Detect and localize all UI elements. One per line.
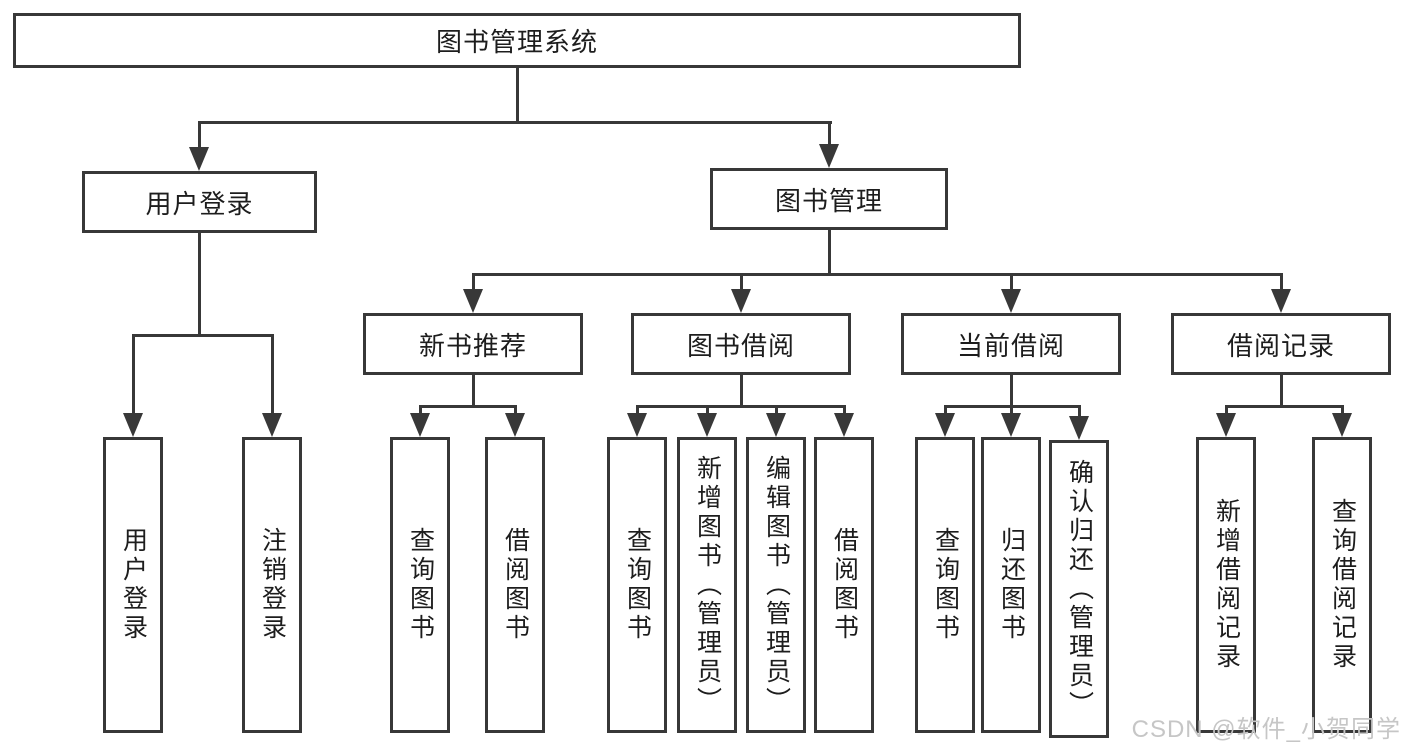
leaf-borrow-books-recommend-label: 借阅图书 [501,527,530,643]
down-arrow-icon [627,413,647,437]
connector-leaf-drop [1225,405,1228,419]
leaf-query-borrow-record-label: 查询借阅记录 [1328,498,1357,672]
leaf-confirm-return-admin: 确认归还（管理员） [1049,440,1109,738]
down-arrow-icon [1216,413,1236,437]
leaf-query-books-recommend: 查询图书 [390,437,450,733]
connector-leaf-drop [775,405,778,419]
connector-current-borrow-stem [1010,375,1013,408]
connector-level2-rail [198,121,832,124]
node-book-management-label: 图书管理 [774,185,883,216]
down-arrow-icon [731,289,751,313]
down-arrow-icon [410,413,430,437]
down-arrow-icon [1001,289,1021,313]
node-current-borrow-label: 当前借阅 [956,330,1065,361]
node-user-login: 用户登录 [82,171,317,233]
leaf-borrow-books: 借阅图书 [814,437,874,733]
down-arrow-icon [123,413,143,437]
connector-to-borrow-records [1280,273,1283,293]
connector-root-stem [516,68,519,124]
down-arrow-icon [935,413,955,437]
leaf-confirm-return-admin-label: 确认归还（管理员） [1065,458,1094,720]
down-arrow-icon [1332,413,1352,437]
connector-to-book-management [828,121,831,148]
connector-new-book-rail [419,405,517,408]
connector-leaf-drop [706,405,709,419]
leaf-borrow-books-label: 借阅图书 [830,527,859,643]
connector-user-login-stem [198,232,201,337]
connector-leaf-drop [514,405,517,419]
connector-to-leaf-user-login [132,334,135,416]
leaf-add-book-admin: 新增图书（管理员） [677,437,737,733]
leaf-query-books-borrow-label: 查询图书 [623,527,652,643]
node-library-system: 图书管理系统 [13,13,1021,68]
node-borrow-records-label: 借阅记录 [1226,330,1335,361]
node-new-book-recommend: 新书推荐 [363,313,583,375]
leaf-query-books-current: 查询图书 [915,437,975,733]
connector-book-borrow-stem [740,375,743,408]
connector-book-management-stem [828,230,831,276]
connector-leaf-drop [636,405,639,419]
down-arrow-icon [697,413,717,437]
down-arrow-icon [1001,413,1021,437]
leaf-logout: 注销登录 [242,437,302,733]
connector-to-book-borrow [740,273,743,293]
leaf-query-borrow-record: 查询借阅记录 [1312,437,1372,733]
connector-level3-rail [472,273,1283,276]
connector-to-leaf-logout [271,334,274,416]
node-borrow-records: 借阅记录 [1171,313,1391,375]
down-arrow-icon [262,413,282,437]
down-arrow-icon [189,147,209,171]
node-book-borrow: 图书借阅 [631,313,851,375]
down-arrow-icon [1069,416,1089,440]
node-user-login-label: 用户登录 [145,188,254,219]
leaf-return-book: 归还图书 [981,437,1041,733]
node-book-management: 图书管理 [710,168,948,230]
connector-leaf-drop [1078,405,1081,419]
connector-book-borrow-rail [636,405,845,408]
leaf-user-login: 用户登录 [103,437,163,733]
connector-to-new-book [472,273,475,293]
connector-leaf-drop [419,405,422,419]
connector-leaf-drop [1010,405,1013,419]
node-library-system-label: 图书管理系统 [435,27,598,57]
leaf-query-books-current-label: 查询图书 [931,527,960,643]
leaf-edit-book-admin: 编辑图书（管理员） [746,437,806,733]
down-arrow-icon [819,144,839,168]
down-arrow-icon [463,289,483,313]
leaf-return-book-label: 归还图书 [997,527,1026,643]
connector-borrow-records-rail [1225,405,1343,408]
connector-user-login-rail [132,334,274,337]
leaf-edit-book-admin-label: 编辑图书（管理员） [762,454,791,716]
leaf-query-books-borrow: 查询图书 [607,437,667,733]
node-current-borrow: 当前借阅 [901,313,1121,375]
connector-leaf-drop [1341,405,1344,419]
connector-new-book-stem [472,375,475,408]
connector-borrow-records-stem [1280,375,1283,408]
down-arrow-icon [834,413,854,437]
leaf-logout-label: 注销登录 [258,527,287,643]
leaf-user-login-label: 用户登录 [119,527,148,643]
down-arrow-icon [505,413,525,437]
leaf-query-books-recommend-label: 查询图书 [406,527,435,643]
node-book-borrow-label: 图书借阅 [686,330,795,361]
csdn-watermark: CSDN @软件_小贺同学 [1131,716,1401,743]
node-new-book-recommend-label: 新书推荐 [418,330,527,361]
leaf-add-borrow-record-label: 新增借阅记录 [1212,498,1241,672]
leaf-borrow-books-recommend: 借阅图书 [485,437,545,733]
down-arrow-icon [1271,289,1291,313]
down-arrow-icon [766,413,786,437]
connector-leaf-drop [944,405,947,419]
connector-leaf-drop [843,405,846,419]
leaf-add-borrow-record: 新增借阅记录 [1196,437,1256,733]
connector-to-current-borrow [1010,273,1013,293]
leaf-add-book-admin-label: 新增图书（管理员） [693,454,722,716]
connector-to-user-login [198,121,201,151]
